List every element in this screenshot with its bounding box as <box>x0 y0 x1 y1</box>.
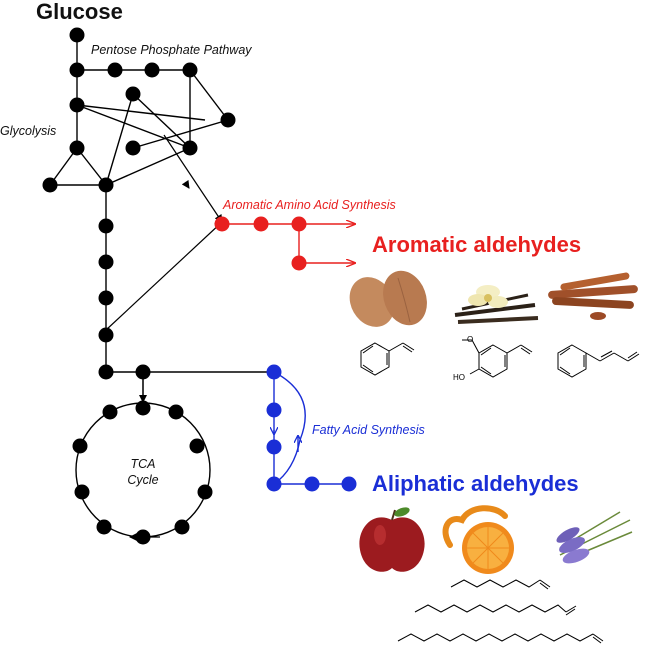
aromatic-nodes <box>214 216 307 271</box>
aliphatic-chain-2 <box>414 604 577 616</box>
cinnamon-icon <box>548 272 638 320</box>
pentose-phosphate-label: Pentose Phosphate Pathway <box>91 43 252 57</box>
fatty-acid-synthesis-label: Fatty Acid Synthesis <box>312 423 425 437</box>
lavender-icon <box>556 511 633 564</box>
benzaldehyde-structure <box>360 342 415 376</box>
aromatic-aldehydes-heading: Aromatic aldehydes <box>372 232 581 257</box>
aliphatic-aldehydes-heading: Aliphatic aldehydes <box>372 471 579 496</box>
aromatic-synthesis-label: Aromatic Amino Acid Synthesis <box>222 198 396 212</box>
tca-cycle: TCA Cycle <box>72 372 213 545</box>
aliphatic-chain-1 <box>450 579 551 590</box>
black-nodes <box>42 27 236 380</box>
glycolysis-label: Glycolysis <box>0 124 56 138</box>
cinnamaldehyde-structure <box>557 344 640 378</box>
apple-icon <box>359 507 425 572</box>
vanilla-icon <box>454 285 539 324</box>
black-arrows <box>105 134 223 331</box>
aromatic-path <box>222 224 355 263</box>
vanillin-structure <box>462 339 533 378</box>
orange-icon <box>442 505 514 574</box>
black-pathway-edges <box>49 35 274 408</box>
tca-label-line2: Cycle <box>127 473 158 487</box>
vanillin-o-label: O <box>467 335 473 344</box>
glucose-title: Glucose <box>36 0 123 24</box>
aliphatic-chain-3 <box>397 633 604 644</box>
vanillin-ho-label: HO <box>453 373 465 382</box>
almond-icon <box>349 270 427 327</box>
aliphatic-nodes <box>266 364 357 492</box>
tca-label-line1: TCA <box>131 457 156 471</box>
